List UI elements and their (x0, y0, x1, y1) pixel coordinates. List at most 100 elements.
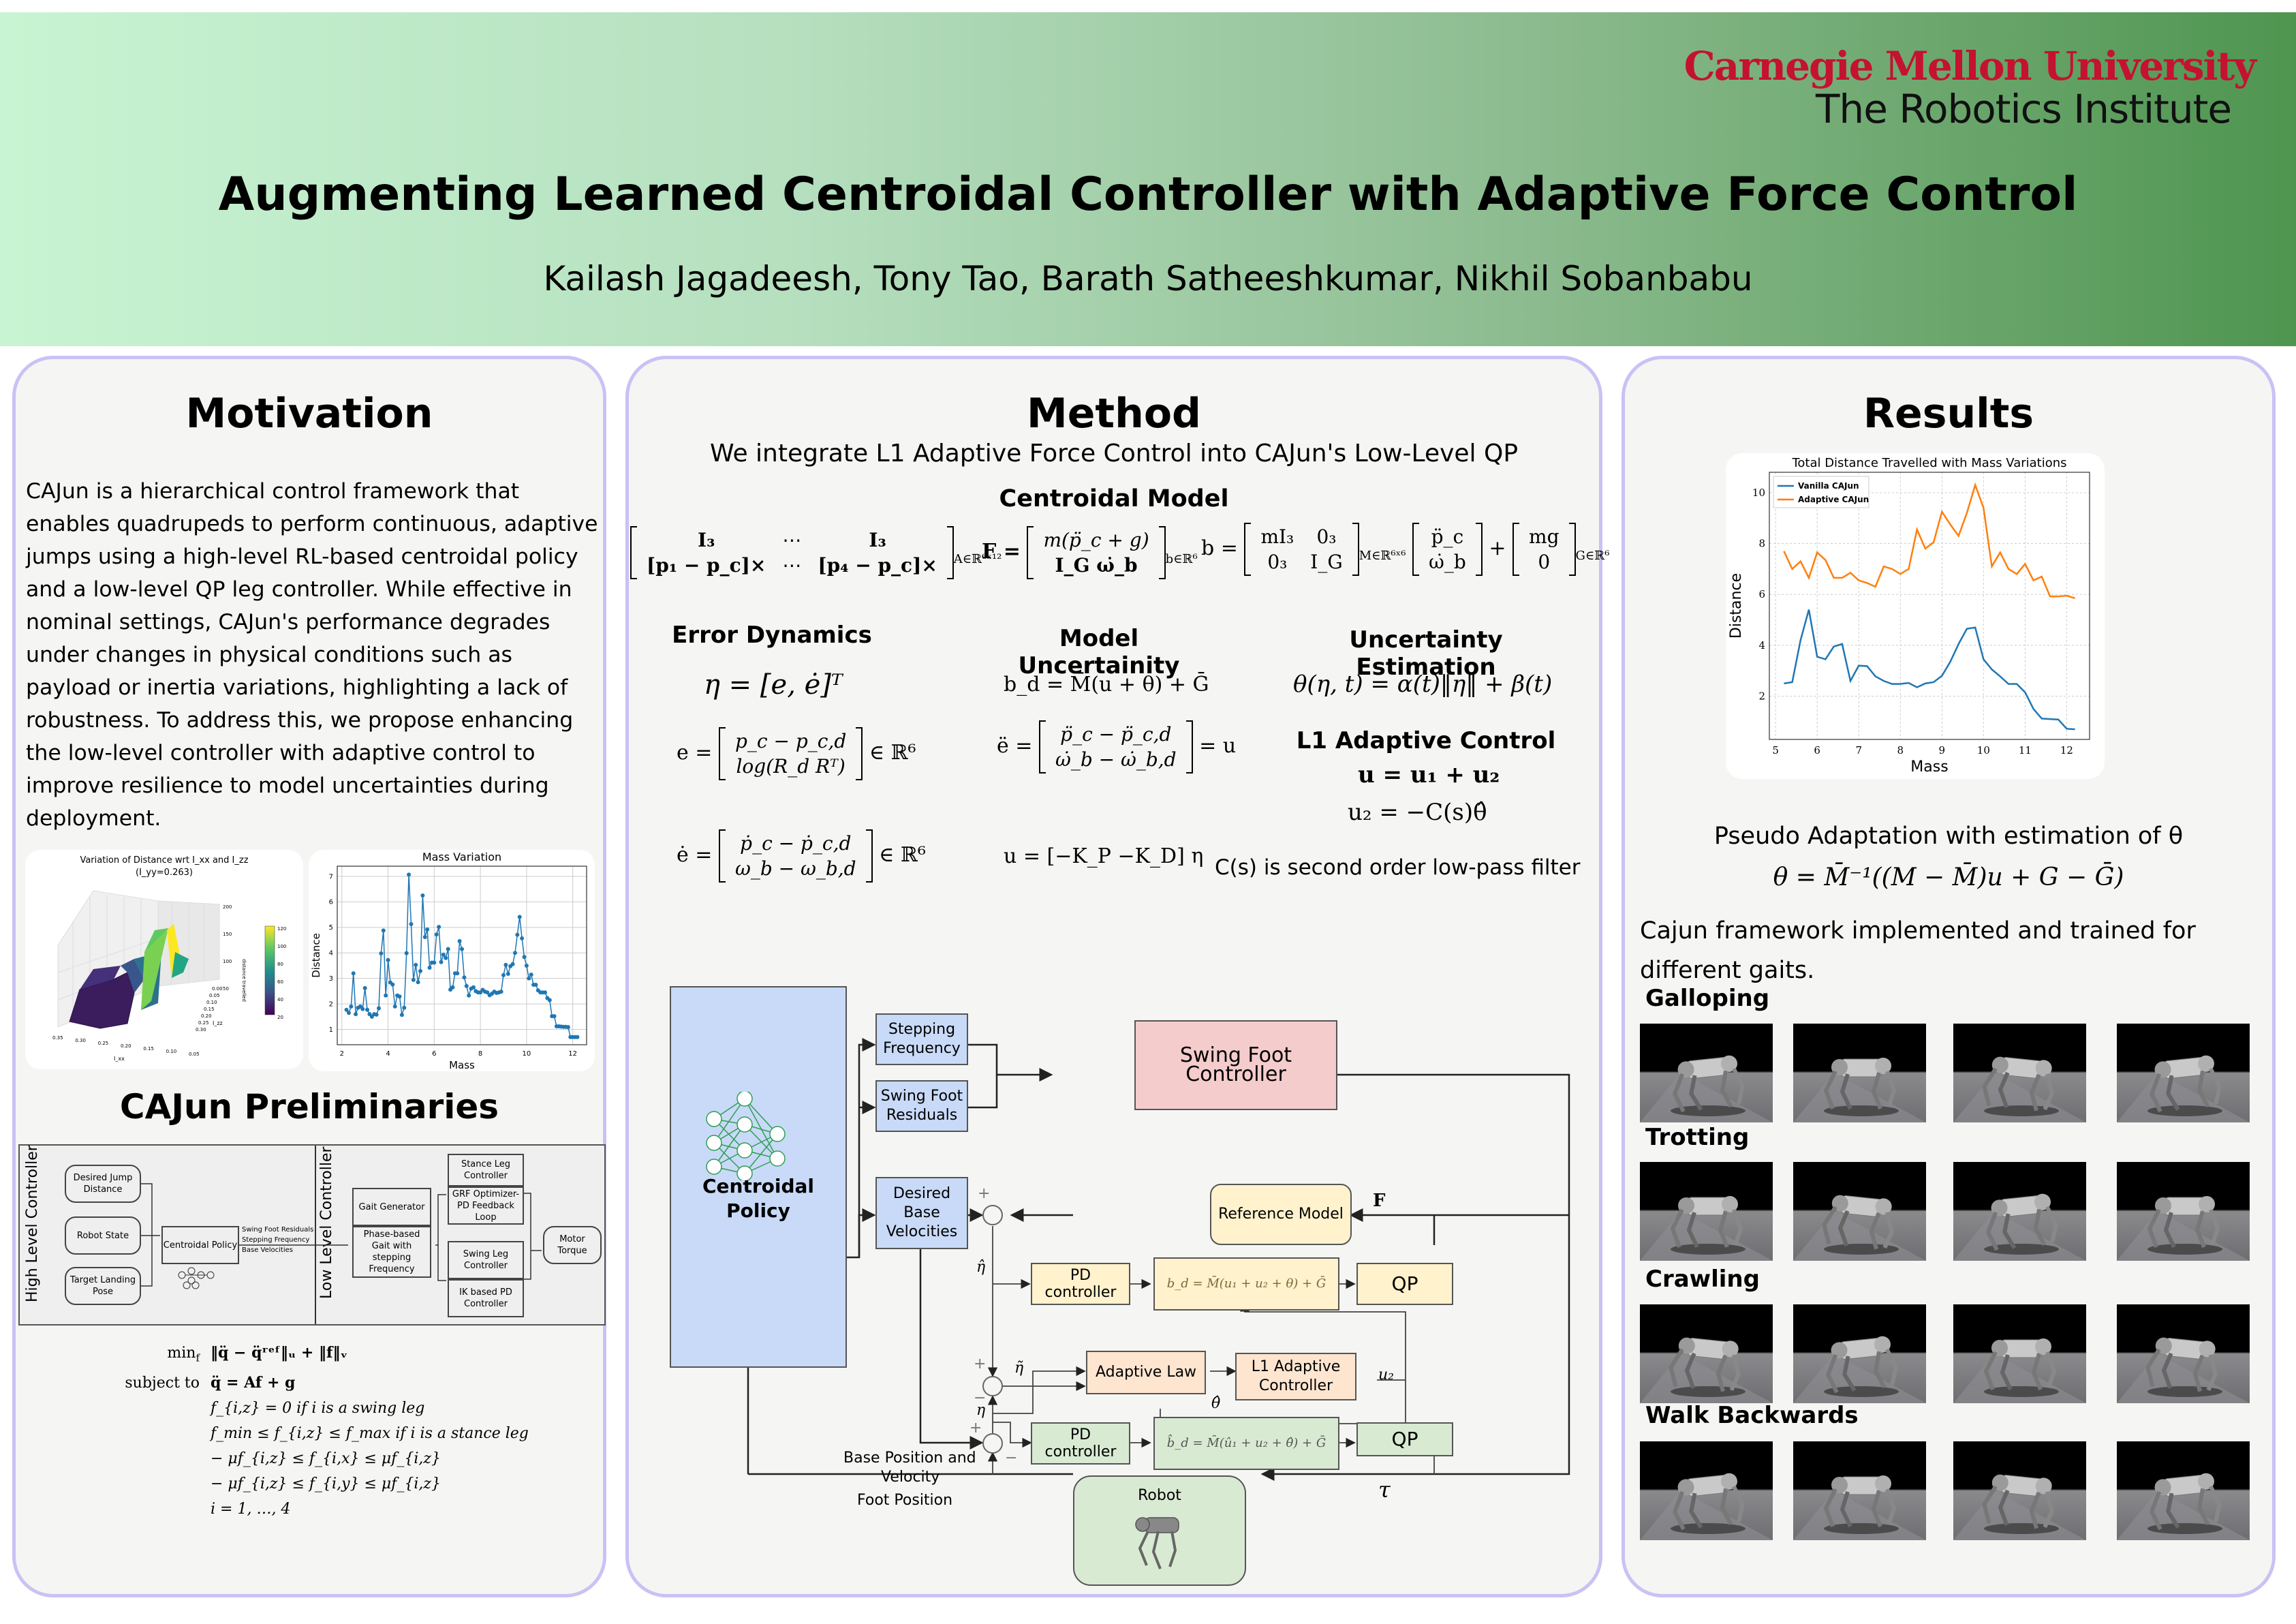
gait-description-box: Phase-based Gait with stepping Frequency (352, 1226, 431, 1278)
robot-dog-icon (1953, 1474, 2086, 1540)
bd-equation: b_d = M̄(u + θ) + Ḡ (1004, 673, 1209, 696)
robot-dog-icon (1953, 1338, 2086, 1403)
colorbar-tick: 40 (277, 997, 283, 1002)
pd-controller-block-1: PD controller (1031, 1263, 1130, 1305)
data-point (344, 1007, 349, 1012)
motivation-heading: Motivation (185, 390, 433, 438)
summing-junction (982, 1205, 1003, 1225)
series-line-a (345, 874, 578, 1038)
gait-row-galloping (1640, 1024, 2250, 1122)
data-point (414, 962, 418, 967)
matrix-cell: [p₄ − p_c]× (818, 554, 937, 577)
data-point (399, 1013, 404, 1017)
surface-plot-canvas (57, 890, 275, 1029)
stepping-frequency-block: Stepping Frequency (875, 1013, 968, 1065)
y-tick-label: 10 (1752, 487, 1765, 499)
matrix-cell: mg (1529, 525, 1560, 548)
poster-authors: Kailash Jagadeesh, Tony Tao, Barath Sath… (543, 259, 1753, 298)
neural-network-icon (706, 1092, 786, 1180)
error-dynamics-heading: Error Dynamics (672, 622, 872, 649)
data-point (392, 1004, 397, 1009)
results-panel: Results Total Distance Travelled with Ma… (1622, 356, 2276, 1597)
data-point (384, 993, 388, 998)
data-point (446, 947, 450, 951)
gait-label-galloping: Galloping (1645, 985, 1770, 1012)
y-tick-label: 3 (329, 975, 333, 983)
results-heading: Results (1863, 390, 2034, 438)
gait-frame-image (1793, 1304, 1926, 1403)
series-line-a (1784, 609, 2075, 731)
x-tick-label: 5 (1772, 744, 1779, 756)
robot-dog-icon (1953, 1193, 2086, 1261)
x-tick-label: 0.30 (75, 1038, 86, 1043)
gait-frame-image (2117, 1304, 2250, 1403)
motivation-panel: Motivation CAJun is a hierarchical contr… (12, 356, 606, 1597)
colorbar-tick: 120 (277, 926, 287, 932)
motivation-body: CAJun is a hierarchical control framewor… (26, 479, 598, 831)
pseudo-adaptation-heading: Pseudo Adaptation with estimation of θ (1713, 823, 2184, 850)
legend-box (1773, 476, 1870, 508)
data-point (499, 990, 503, 994)
input-desired-jump-distance: Desired Jump Distance (65, 1165, 141, 1203)
matrix-cell: p̈_c − p̈_c,d (1060, 723, 1172, 746)
input-robot-state: Robot State (65, 1216, 141, 1255)
x-tick-label: 11 (2019, 744, 2032, 756)
data-point (506, 971, 510, 976)
matrix-A-subscript: A∈ℝ⁶ˣ¹² (953, 552, 1002, 566)
data-point (565, 1025, 570, 1030)
eq-lhs: F = (982, 540, 1021, 564)
eq-lhs: ė = (677, 843, 713, 867)
plus-sign: + (1489, 536, 1506, 560)
data-point (416, 980, 420, 985)
data-point (510, 962, 515, 966)
gaits-description: Cajun framework implemented and trained … (1640, 917, 2196, 984)
gait-frame-image (1953, 1441, 2086, 1540)
total-distance-chart: Total Distance Travelled with Mass Varia… (1726, 453, 2105, 779)
series-line-b (1783, 482, 2076, 599)
data-point (402, 1005, 407, 1010)
policy-output: Base Velocities (242, 1246, 293, 1254)
eq-domain: ∈ ℝ⁶ (869, 741, 916, 765)
theta-hat-label: θ̂ (1211, 1395, 1221, 1412)
plot-frame (337, 865, 587, 1045)
matrix-M-subscript: M∈ℝ⁶ˣ⁶ (1359, 549, 1406, 563)
gait-frame-image (1793, 1441, 1926, 1540)
data-point (462, 975, 467, 980)
robot-dog-icon (1640, 1055, 1773, 1122)
matrix-cell: 0 (1538, 551, 1551, 573)
y-axis-label: Distance (310, 933, 322, 978)
gait-frame-image (2117, 1162, 2250, 1261)
matrix-cell: I_G ω̇_b (1055, 554, 1138, 577)
x-tick-label: 8 (478, 1050, 482, 1058)
u2-equation: u₂ = −C(s)θ̂ (1348, 799, 1487, 826)
pd-controller-block-2: PD controller (1031, 1422, 1130, 1465)
centroidal-model-heading: Centroidal Model (999, 485, 1229, 512)
gait-frame-image (1793, 1024, 1926, 1122)
preliminaries-connectors (141, 1183, 542, 1289)
data-point (552, 1014, 557, 1019)
x-axis-label: Mass (1910, 759, 1948, 776)
x-tick-label: 12 (568, 1050, 577, 1058)
theta-estimate-equation: θ(η, t) = α(t)‖η‖ + β(t) (1293, 671, 1553, 698)
data-point (425, 927, 430, 932)
policy-output: Stepping Frequency (242, 1236, 310, 1244)
gait-label-crawling: Crawling (1645, 1266, 1760, 1293)
plus-label: + (974, 1355, 987, 1373)
grf-optimizer: GRF Optimizer- PD Feedback Loop (448, 1186, 524, 1225)
robot-dog-icon (1640, 1337, 1773, 1403)
data-point (346, 1011, 351, 1015)
z-tick-label: 150 (223, 931, 232, 937)
chart-title: Total Distance Travelled with Mass Varia… (1791, 456, 2066, 470)
matrix-cell: ω̇_b (1429, 551, 1466, 573)
adaptive-law-block: Adaptive Law (1086, 1351, 1206, 1394)
data-point (543, 990, 547, 995)
data-point (444, 955, 448, 960)
matrix-cell: ⋯ (782, 554, 802, 577)
data-point (422, 935, 427, 940)
data-point (455, 971, 460, 976)
summing-junction (982, 1376, 1003, 1396)
z-tick-label: 200 (223, 904, 232, 910)
z-tick-label: 100 (223, 958, 232, 964)
